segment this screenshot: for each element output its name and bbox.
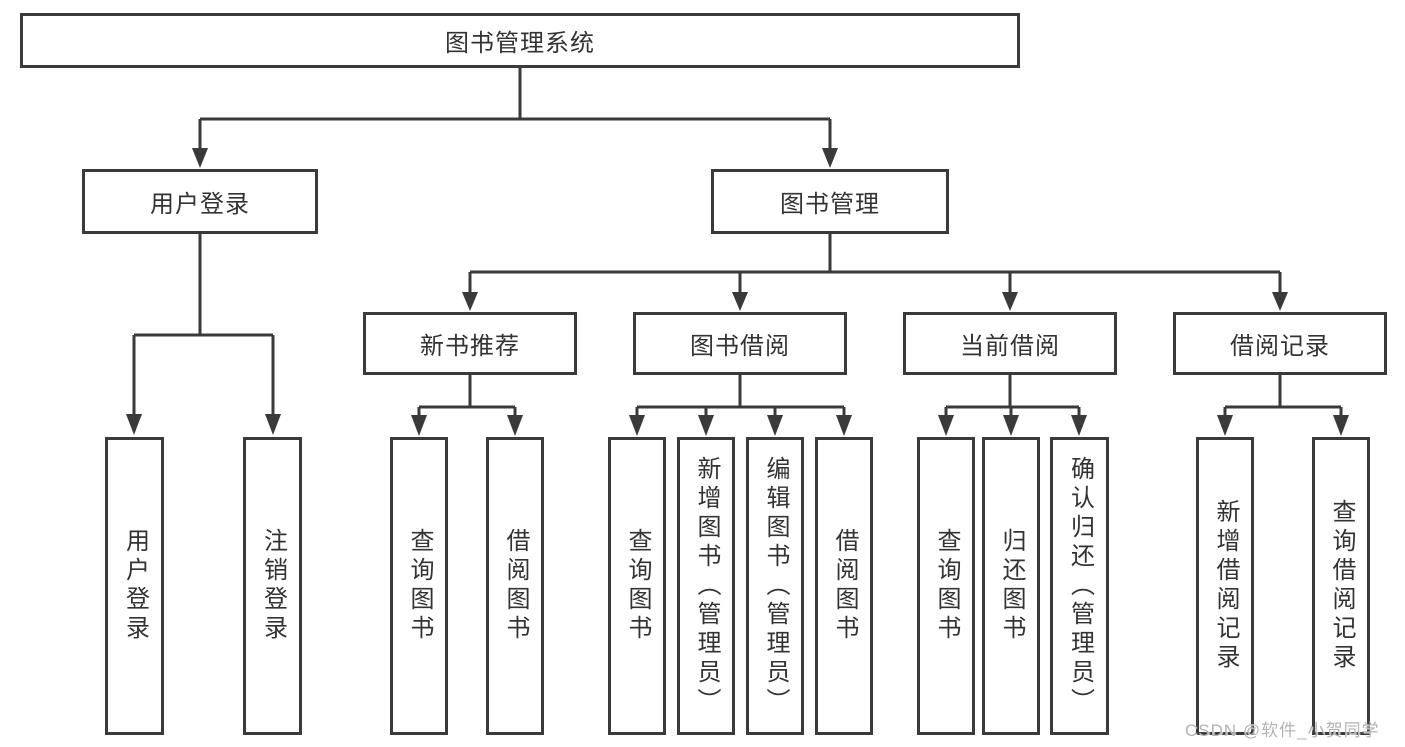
- arrowhead-icon: [629, 415, 645, 436]
- leaf-return-books-label: 归还图书: [998, 528, 1025, 644]
- node-current-borrowing-label: 当前借阅: [960, 333, 1060, 360]
- arrowhead-icon: [938, 415, 954, 436]
- arrowhead-icon: [192, 148, 208, 168]
- arrowhead-icon: [1333, 415, 1349, 436]
- node-borrowing-records: 借阅记录: [1173, 312, 1387, 375]
- leaf-search-books-current-label: 查询图书: [933, 528, 960, 644]
- leaf-borrow-books-borrowing-label: 借阅图书: [831, 528, 858, 644]
- leaf-add-books-admin-label: 新增图书（管理员）: [693, 455, 720, 717]
- arrowhead-icon: [836, 415, 852, 436]
- edge-current-borrowing-children: [938, 375, 1087, 436]
- node-new-book-recommend: 新书推荐: [363, 312, 577, 375]
- leaf-confirm-return-admin-label: 确认归还（管理员）: [1066, 455, 1094, 717]
- node-library-system-label: 图书管理系统: [445, 30, 595, 57]
- arrowhead-icon: [698, 415, 714, 436]
- node-book-borrowing: 图书借阅: [633, 312, 847, 375]
- arrowhead-icon: [1002, 292, 1018, 311]
- leaf-confirm-return-admin: 确认归还（管理员）: [1050, 437, 1109, 735]
- node-book-management-label: 图书管理: [780, 191, 880, 218]
- leaf-edit-books-admin-label: 编辑图书（管理员）: [762, 455, 789, 717]
- arrowhead-icon: [1272, 292, 1288, 311]
- node-user-login: 用户登录: [82, 169, 318, 234]
- arrowhead-icon: [1003, 415, 1019, 436]
- arrowhead-icon: [1071, 415, 1087, 436]
- leaf-edit-books-admin: 编辑图书（管理员）: [746, 437, 804, 735]
- arrowhead-icon: [462, 292, 478, 311]
- arrowhead-icon: [732, 292, 748, 311]
- leaf-add-borrow-record-label: 新增借阅记录: [1212, 499, 1239, 673]
- leaf-return-books: 归还图书: [982, 437, 1040, 735]
- arrowhead-icon: [411, 415, 427, 436]
- node-library-system: 图书管理系统: [20, 13, 1020, 68]
- node-borrowing-records-label: 借阅记录: [1230, 333, 1330, 360]
- arrowhead-icon: [126, 414, 142, 435]
- leaf-logout-label: 注销登录: [259, 528, 287, 644]
- node-new-book-recommend-label: 新书推荐: [420, 333, 520, 360]
- arrowhead-icon: [767, 415, 783, 436]
- leaf-user-login-label: 用户登录: [121, 528, 149, 644]
- arrowhead-icon: [822, 148, 838, 168]
- csdn-watermark: CSDN @软件_小贺同学: [1185, 721, 1380, 740]
- leaf-logout: 注销登录: [243, 437, 302, 735]
- node-user-login-label: 用户登录: [150, 191, 250, 218]
- edge-book-management-children: [462, 234, 1288, 311]
- leaf-borrow-books-recommend-label: 借阅图书: [502, 528, 529, 644]
- leaf-add-borrow-record: 新增借阅记录: [1196, 437, 1254, 735]
- leaf-user-login: 用户登录: [105, 437, 164, 735]
- node-current-borrowing: 当前借阅: [903, 312, 1117, 375]
- leaf-search-books-borrowing-label: 查询图书: [624, 528, 651, 644]
- node-book-management: 图书管理: [711, 169, 949, 234]
- edge-book-borrowing-children: [629, 375, 852, 436]
- leaf-borrow-books-borrowing: 借阅图书: [815, 437, 873, 735]
- leaf-search-books-recommend: 查询图书: [390, 437, 448, 735]
- leaf-search-borrow-record: 查询借阅记录: [1312, 437, 1370, 735]
- edge-root-to-children: [192, 68, 838, 168]
- leaf-search-books-recommend-label: 查询图书: [406, 528, 433, 644]
- leaf-add-books-admin: 新增图书（管理员）: [677, 437, 735, 735]
- leaf-search-borrow-record-label: 查询借阅记录: [1328, 499, 1355, 673]
- leaf-search-books-current: 查询图书: [917, 437, 975, 735]
- arrowhead-icon: [265, 414, 281, 435]
- edge-borrowing-records-children: [1217, 375, 1349, 436]
- arrowhead-icon: [507, 415, 523, 436]
- leaf-borrow-books-recommend: 借阅图书: [486, 437, 544, 735]
- edge-new-book-recommend-children: [411, 375, 523, 436]
- leaf-search-books-borrowing: 查询图书: [608, 437, 666, 735]
- arrowhead-icon: [1217, 415, 1233, 436]
- node-book-borrowing-label: 图书借阅: [690, 333, 790, 360]
- edge-user-login-children: [126, 234, 281, 435]
